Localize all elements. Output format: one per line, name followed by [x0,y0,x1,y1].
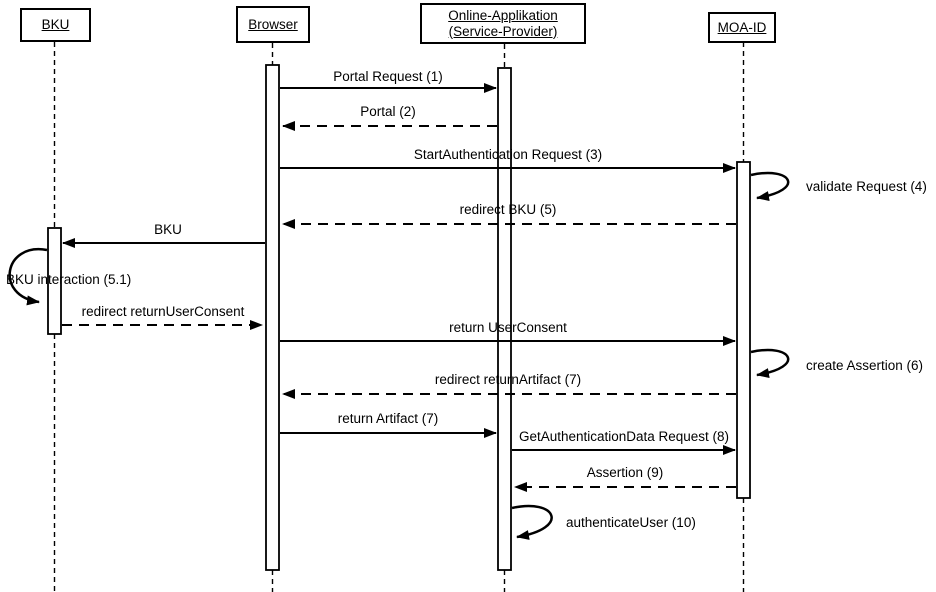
message-label-start-authentication-request: StartAuthentication Request (3) [413,147,603,162]
message-label-portal: Portal (2) [360,104,416,119]
loop-authenticate-user [511,504,553,540]
activation-bar-bku [47,227,62,335]
actor-box-browser: Browser [236,6,310,43]
message-label-redirect-bku: redirect BKU (5) [459,202,557,217]
message-label-create-assertion: create Assertion (6) [806,358,924,373]
message-label-portal-request: Portal Request (1) [333,69,443,84]
message-label-assertion: Assertion (9) [586,465,664,480]
message-label-redirect-return-userconsent: redirect returnUserConsent [81,304,245,319]
activation-bar-browser [265,64,280,571]
activation-bar-moa-id [736,161,751,499]
activation-bar-online-app [497,67,512,571]
actor-label-browser: Browser [248,16,298,32]
loop-validate-request [750,171,790,201]
actor-label-bku: BKU [41,17,70,32]
actor-box-online-app: Online-Applikation (Service-Provider) [420,3,586,44]
message-label-return-artifact: return Artifact (7) [337,411,439,426]
message-label-validate-request: validate Request (4) [806,179,927,194]
message-label-authenticate-user: authenticateUser (10) [566,515,696,530]
loop-create-assertion [750,348,790,378]
actor-label-online-app: Online-Applikation (Service-Provider) [448,7,558,39]
message-label-get-authentication-data-request: GetAuthenticationData Request (8) [518,429,730,444]
message-label-return-userconsent: return UserConsent [449,320,567,335]
actor-box-moa-id: MOA-ID [708,12,776,43]
loop-bku-interaction [8,247,48,306]
actor-label-moa-id: MOA-ID [717,19,767,35]
message-label-redirect-return-artifact: redirect returnArtifact (7) [434,372,582,387]
actor-box-bku: BKU [20,8,91,42]
message-label-bku: BKU [154,222,182,237]
message-label-bku-interaction: BKU interaction (5.1) [6,272,132,287]
